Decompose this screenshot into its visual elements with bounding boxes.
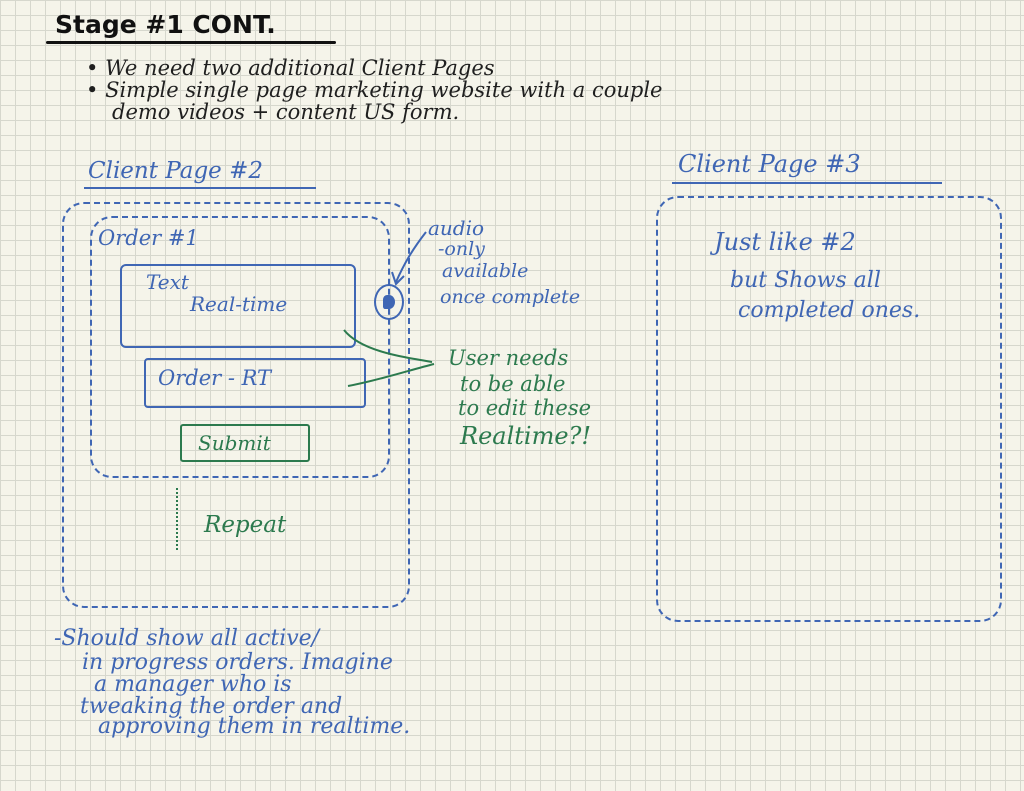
order-rt-label: Order - RT bbox=[158, 366, 272, 390]
audio-arrow bbox=[395, 231, 427, 283]
bullet-item: • Simple single page marketing website w… bbox=[86, 78, 663, 102]
audio-note-line: once complete bbox=[440, 286, 581, 308]
order-card bbox=[90, 216, 390, 478]
client-page-3-title: Client Page #3 bbox=[678, 150, 861, 178]
edit-note-line: User needs bbox=[448, 346, 569, 370]
bullet-item: • We need two additional Client Pages bbox=[86, 56, 495, 80]
audio-play-icon[interactable] bbox=[374, 284, 404, 320]
order-label: Order #1 bbox=[98, 226, 199, 250]
text-box-line: Text bbox=[146, 270, 189, 294]
bullet-dot-icon: • bbox=[86, 56, 106, 80]
footer-note-line: approving them in realtime. bbox=[98, 714, 411, 739]
footer-note-line: in progress orders. Imagine bbox=[82, 650, 393, 675]
audio-note-line: -only bbox=[438, 238, 485, 260]
text-realtime-box[interactable] bbox=[120, 264, 356, 348]
audio-note-line: audio bbox=[428, 216, 485, 240]
edit-note-line: Realtime?! bbox=[460, 422, 592, 450]
audio-arrowhead bbox=[391, 271, 405, 286]
client-page-2-title: Client Page #2 bbox=[88, 158, 263, 184]
bullet-dot-icon: • bbox=[86, 78, 106, 102]
footer-note-line: -Should show all active/ bbox=[54, 626, 320, 651]
submit-label: Submit bbox=[198, 431, 271, 455]
client-page-2-title-underline bbox=[84, 187, 316, 189]
page-heading: Stage #1 CONT. bbox=[55, 10, 276, 39]
client-page-3-frame bbox=[656, 196, 1002, 622]
repeat-label: Repeat bbox=[204, 512, 287, 538]
client-page-2-frame bbox=[62, 202, 410, 608]
text-box-line: Real-time bbox=[190, 292, 288, 316]
repeat-dotted-line bbox=[176, 488, 178, 550]
footer-note-line: a manager who is bbox=[94, 672, 292, 697]
edit-note-line: to be able bbox=[460, 372, 566, 396]
edit-arrow-order bbox=[347, 363, 435, 387]
client-page-3-note-line: completed ones. bbox=[738, 298, 921, 323]
heading-underline bbox=[46, 41, 336, 44]
edit-note-line: to edit these bbox=[458, 396, 592, 420]
client-page-3-note-line: but Shows all bbox=[730, 268, 881, 293]
audio-note-line: available bbox=[442, 260, 529, 282]
client-page-3-note-line: Just like #2 bbox=[714, 228, 856, 256]
submit-button[interactable]: Submit bbox=[180, 424, 310, 462]
edit-arrow-text bbox=[343, 329, 433, 363]
client-page-3-title-underline bbox=[672, 182, 942, 184]
footer-note-line: tweaking the order and bbox=[80, 694, 343, 719]
bullet-continuation: demo videos + content US form. bbox=[112, 100, 460, 124]
